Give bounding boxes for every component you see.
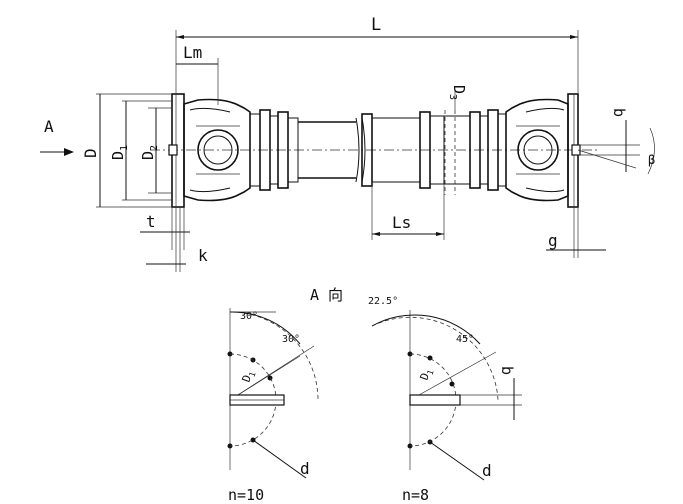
right-angle1: 22.5° <box>368 296 398 307</box>
right-key <box>571 144 581 156</box>
shaft-tube <box>298 117 366 183</box>
label-b: b <box>610 108 628 117</box>
right-view-d: d <box>482 461 492 480</box>
label-Lm: Lm <box>183 43 202 62</box>
right-flange-view-n8: 22.5° 45° D1 b d n=8 <box>368 296 522 504</box>
label-beta: β <box>648 153 655 167</box>
label-t: t <box>146 212 156 231</box>
label-D1: D1 <box>109 145 130 160</box>
left-view-D1: D1 <box>240 369 258 385</box>
left-view-n: n=10 <box>228 486 264 504</box>
right-cross-bearing <box>517 129 559 171</box>
left-view-d: d <box>300 459 310 478</box>
main-elevation-view <box>150 93 600 208</box>
label-A: A <box>44 117 54 136</box>
label-L: L <box>371 15 381 35</box>
right-view-n: n=8 <box>402 486 429 504</box>
label-D2: D2 <box>139 145 160 160</box>
left-cross-bearing <box>197 129 239 171</box>
left-angle1: 30° <box>240 311 258 322</box>
left-yoke <box>183 98 251 202</box>
spline-section <box>361 109 507 195</box>
label-g: g <box>548 231 558 250</box>
right-view-keyway <box>409 394 461 406</box>
left-key <box>168 144 178 156</box>
label-D: D <box>81 148 100 158</box>
right-view-D1: D1 <box>418 367 436 383</box>
right-angle2: 45° <box>456 334 474 345</box>
right-view-b: b <box>498 366 516 375</box>
label-Ls: Ls <box>392 213 411 232</box>
view-a-title: A 向 <box>310 286 343 304</box>
label-k: k <box>198 246 208 265</box>
left-angle2: 30° <box>282 334 300 345</box>
left-hub <box>249 109 299 191</box>
dimension-lines: L Lm A D D1 D2 D3 <box>40 15 655 272</box>
left-flange-view-n10: 30° 30° D1 d n=10 <box>227 308 319 504</box>
label-D3: D3 <box>447 85 468 100</box>
